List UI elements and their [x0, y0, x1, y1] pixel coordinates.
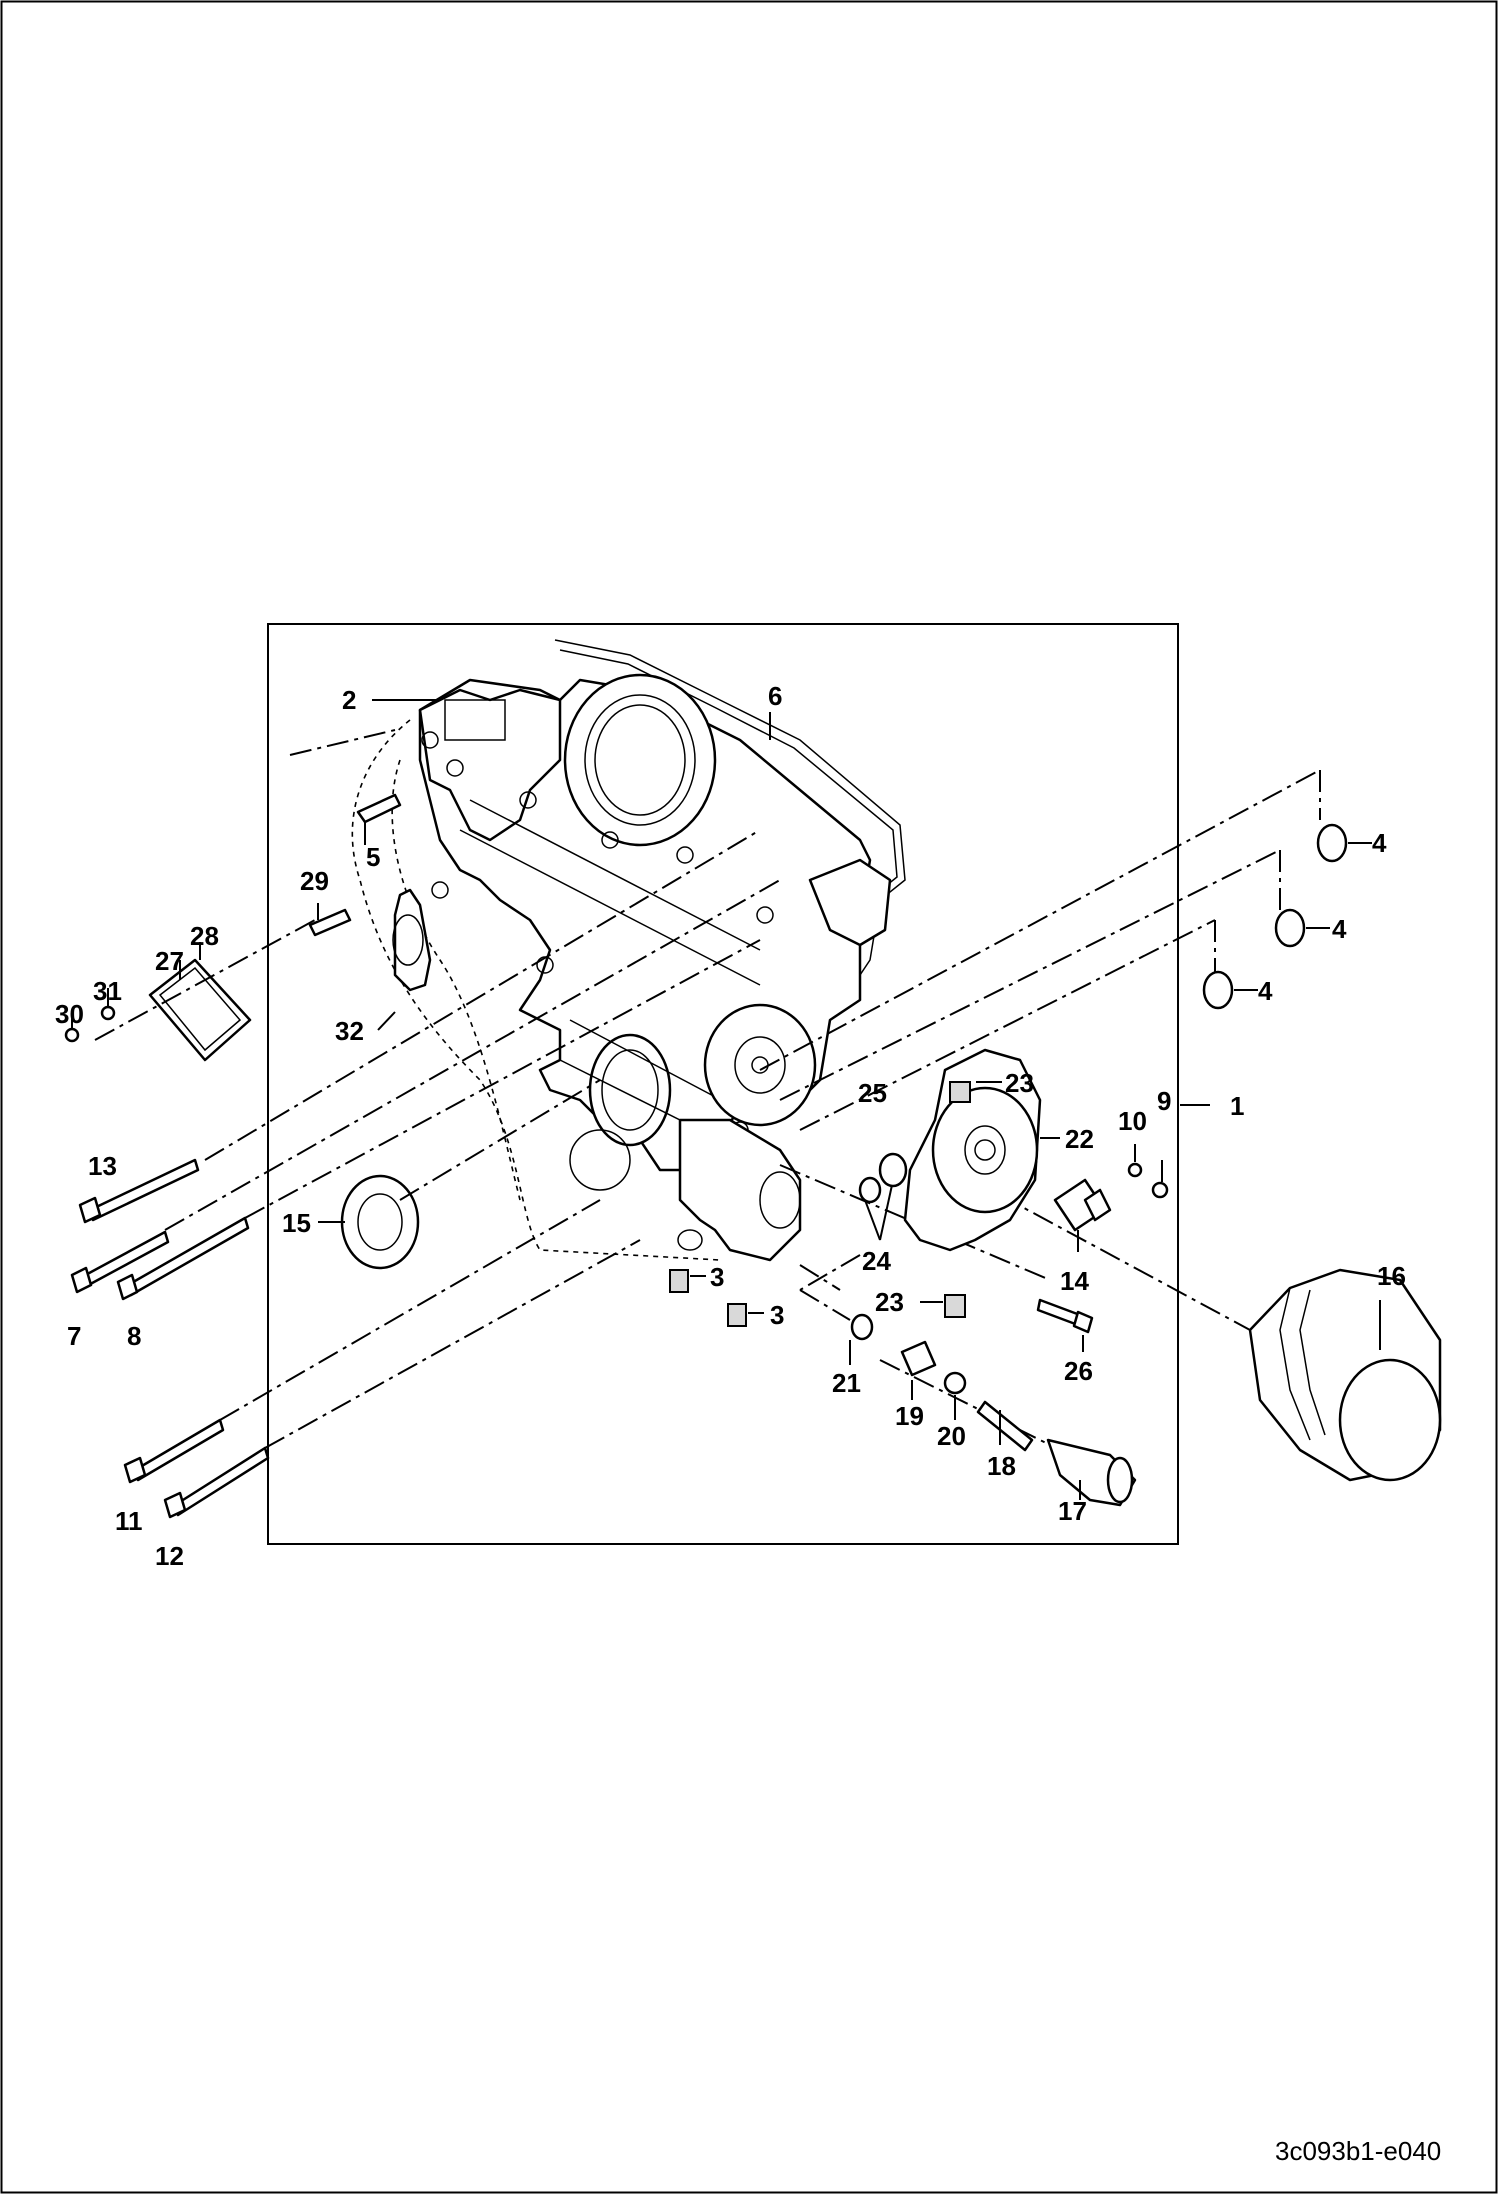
- part-29-stud: [308, 903, 352, 937]
- label-17: 17: [1058, 1496, 1087, 1526]
- label-1: 1: [1230, 1091, 1244, 1121]
- part-18-spring: [976, 1400, 1034, 1452]
- gear-case-hidden-outline-2: [391, 759, 521, 1201]
- label-10: 10: [1118, 1106, 1147, 1136]
- label-16: 16: [1377, 1261, 1406, 1291]
- label-12: 12: [155, 1541, 184, 1571]
- part-17-relief-plug: [1046, 1438, 1137, 1507]
- part-labels: 1 2 3 3 4 4 4 5 6 7 8 9 10 11 12 13 14 1…: [55, 681, 1406, 1571]
- reference-code: 3c093b1-e040: [1275, 2136, 1441, 2166]
- label-23a: 23: [1005, 1068, 1034, 1098]
- part-25-o-ring: [878, 1152, 908, 1188]
- part-4-o-ring-b: [1274, 908, 1306, 948]
- part-27-cover-plate: [148, 942, 252, 1062]
- part-21-o-ring: [850, 1313, 874, 1341]
- assembly-box: [267, 623, 1179, 1545]
- leader-32: [377, 1011, 396, 1031]
- label-25: 25: [858, 1078, 887, 1108]
- label-26: 26: [1064, 1356, 1093, 1386]
- label-29: 29: [300, 866, 329, 896]
- part-9-10-washer-bolt: [1127, 1144, 1169, 1199]
- part-12-bolt: [163, 1446, 270, 1519]
- part-24-o-ring: [858, 1176, 882, 1204]
- label-31: 31: [93, 976, 122, 1006]
- label-3a: 3: [710, 1262, 724, 1292]
- part-32-oil-seal-plate: [392, 888, 432, 992]
- label-20: 20: [937, 1421, 966, 1451]
- part-5-bolt: [356, 793, 402, 845]
- label-32: 32: [335, 1016, 364, 1046]
- label-4a: 4: [1372, 828, 1387, 858]
- label-4c: 4: [1258, 976, 1273, 1006]
- part-11-bolt: [123, 1418, 225, 1484]
- part-4-o-ring-c: [1202, 970, 1234, 1010]
- part-22-filter-adapter: [903, 1048, 1060, 1252]
- part-3-plug-b: [727, 1303, 764, 1327]
- part-26-bolt: [1036, 1298, 1094, 1352]
- label-5: 5: [366, 842, 380, 872]
- label-4b: 4: [1332, 914, 1347, 944]
- part-3-plug-a: [669, 1269, 706, 1293]
- label-6: 6: [768, 681, 782, 711]
- part-13-bolt: [78, 1158, 200, 1224]
- label-28: 28: [190, 921, 219, 951]
- leader-24b: [879, 1184, 893, 1241]
- label-23b: 23: [875, 1287, 904, 1317]
- part-4-o-ring-a: [1316, 823, 1348, 863]
- label-7: 7: [67, 1321, 81, 1351]
- label-3b: 3: [770, 1300, 784, 1330]
- label-8: 8: [127, 1321, 141, 1351]
- part-23-plug-b: [920, 1294, 966, 1318]
- leader-24a: [864, 1199, 881, 1241]
- label-19: 19: [895, 1401, 924, 1431]
- label-15: 15: [282, 1208, 311, 1238]
- alignment-lines: [94, 729, 1321, 1461]
- part-19-sleeve: [900, 1340, 937, 1400]
- label-18: 18: [987, 1451, 1016, 1481]
- label-2: 2: [342, 685, 356, 715]
- part-8-bolt: [116, 1216, 250, 1301]
- part-16-oil-filter: [1248, 1268, 1442, 1482]
- part-15-oil-seal: [318, 1174, 420, 1270]
- label-11: 11: [115, 1506, 143, 1536]
- part-30-31-nut-washer: [64, 988, 116, 1043]
- part-7-bolt: [70, 1230, 170, 1294]
- part-14-threaded-nipple: [1053, 1178, 1112, 1252]
- label-24: 24: [862, 1246, 891, 1276]
- label-9: 9: [1157, 1086, 1171, 1116]
- part-20-ball: [943, 1371, 967, 1395]
- gear-case-body: [418, 673, 892, 1262]
- label-21: 21: [832, 1368, 861, 1398]
- label-27: 27: [155, 946, 184, 976]
- label-22: 22: [1065, 1124, 1094, 1154]
- gasket-outline-inner: [559, 649, 898, 898]
- gear-case-hidden-outline: [351, 719, 721, 1261]
- label-13: 13: [88, 1151, 117, 1181]
- label-14: 14: [1060, 1266, 1089, 1296]
- part-23-plug-a: [949, 1081, 1002, 1103]
- label-30: 30: [55, 999, 84, 1029]
